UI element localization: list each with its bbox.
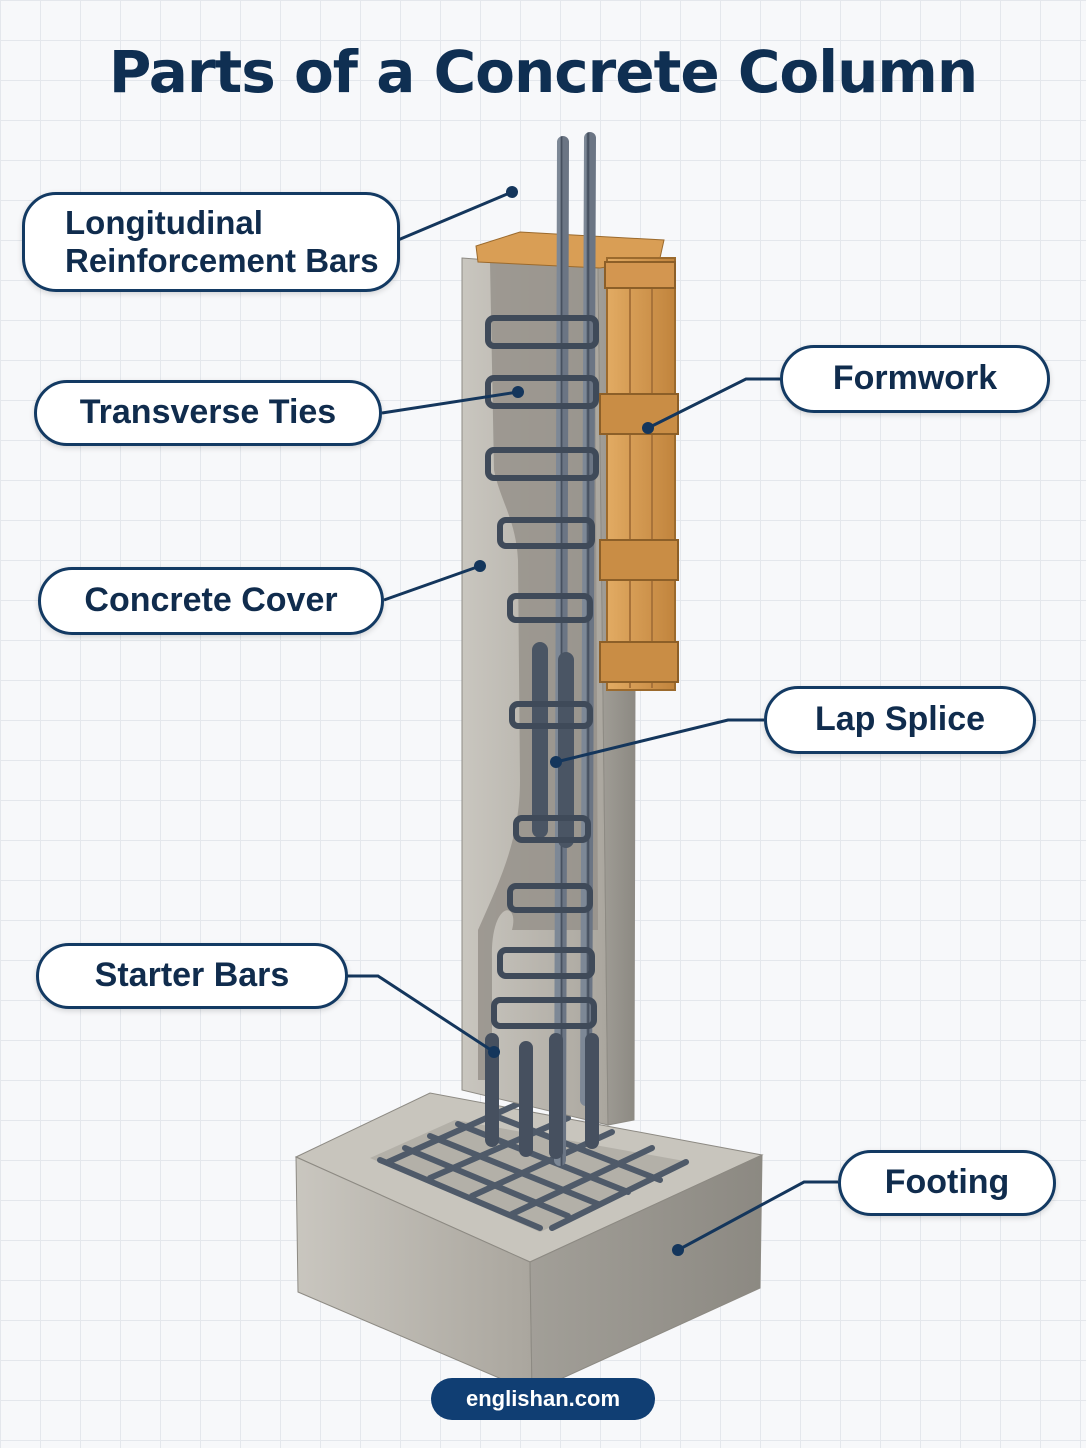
label-starter-bars: Starter Bars xyxy=(36,943,348,1009)
transverse-ties xyxy=(485,315,599,1029)
formwork xyxy=(475,231,679,691)
footer-badge[interactable]: englishan.com xyxy=(431,1378,655,1420)
label-concrete-cover: Concrete Cover xyxy=(38,567,384,635)
label-footing: Footing xyxy=(838,1150,1056,1216)
label-lap-splice: Lap Splice xyxy=(764,686,1036,754)
footing-right-face xyxy=(529,1154,763,1393)
leader-dots xyxy=(474,186,684,1256)
formwork-cleat xyxy=(604,261,676,289)
formwork-cleat xyxy=(599,539,679,581)
footing xyxy=(294,1092,764,1393)
page-title: Parts of a Concrete Column xyxy=(108,38,978,106)
formwork-panel xyxy=(606,257,676,691)
formwork-cleat xyxy=(599,641,679,683)
label-longitudinal-line1: Longitudinal xyxy=(65,204,263,242)
label-transverse-ties: Transverse Ties xyxy=(34,380,382,446)
label-longitudinal-reinforcement-bars: Longitudinal Reinforcement Bars xyxy=(22,192,400,292)
footing-mesh xyxy=(377,1100,689,1231)
label-longitudinal-line2: Reinforcement Bars xyxy=(65,242,379,279)
label-formwork: Formwork xyxy=(780,345,1050,413)
leader-lines xyxy=(346,190,838,1252)
formwork-cleat xyxy=(599,393,679,435)
lap-splice-bars xyxy=(532,642,574,848)
